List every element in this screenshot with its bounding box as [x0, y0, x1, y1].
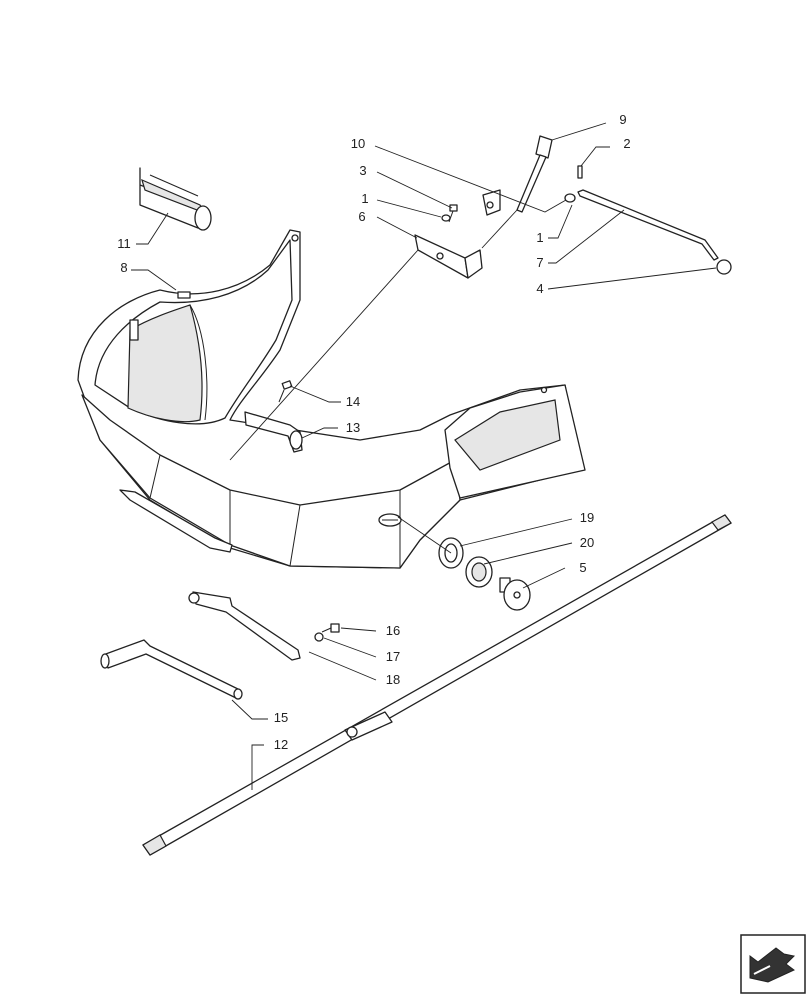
part-16-screw — [321, 623, 340, 633]
part-20-nut — [465, 556, 493, 588]
part-9-bolt — [516, 135, 553, 213]
part-12-strap — [142, 514, 732, 856]
part-2-pin — [577, 165, 583, 179]
part-13-bracket — [244, 411, 303, 453]
part-17-washer — [314, 632, 324, 642]
callout-11: 11 — [117, 236, 131, 251]
part-14-bolt — [278, 380, 293, 403]
callout-3: 3 — [359, 163, 366, 178]
next-page-arrow-icon[interactable] — [740, 934, 806, 994]
part-8-hood — [77, 229, 586, 569]
callout-13: 13 — [346, 420, 360, 435]
assembly-guide-lines — [229, 209, 518, 554]
callout-1-right: 1 — [536, 230, 543, 245]
part-7-rod — [577, 189, 719, 261]
callout-8: 8 — [120, 260, 127, 275]
callout-20: 20 — [580, 535, 594, 550]
leader-lines — [131, 122, 717, 790]
part-4-knob — [716, 259, 732, 275]
part-6-hinge-plate — [414, 234, 483, 279]
part-15-hose — [100, 639, 243, 700]
callout-12: 12 — [274, 737, 288, 752]
callout-19: 19 — [580, 510, 594, 525]
part-10-hinge — [482, 189, 501, 216]
part-11-hose — [139, 167, 212, 231]
callout-15: 15 — [274, 710, 288, 725]
callout-7: 7 — [536, 255, 543, 270]
part-1-washer-right — [564, 193, 576, 203]
part-18-bent-rod — [188, 591, 301, 661]
callout-labels: 9 2 10 3 1 6 1 7 4 11 8 14 13 19 20 5 16… — [117, 112, 630, 752]
callout-16: 16 — [386, 623, 400, 638]
callout-17: 17 — [386, 649, 400, 664]
part-1-washer-left — [441, 214, 451, 222]
callout-6: 6 — [358, 209, 365, 224]
callout-4: 4 — [536, 281, 543, 296]
part-5-cap — [499, 577, 531, 611]
callout-18: 18 — [386, 672, 400, 687]
callout-1-left: 1 — [361, 191, 368, 206]
callout-14: 14 — [346, 394, 360, 409]
callout-10: 10 — [351, 136, 365, 151]
callout-5: 5 — [579, 560, 586, 575]
callout-9: 9 — [619, 112, 626, 127]
callout-2: 2 — [623, 136, 630, 151]
